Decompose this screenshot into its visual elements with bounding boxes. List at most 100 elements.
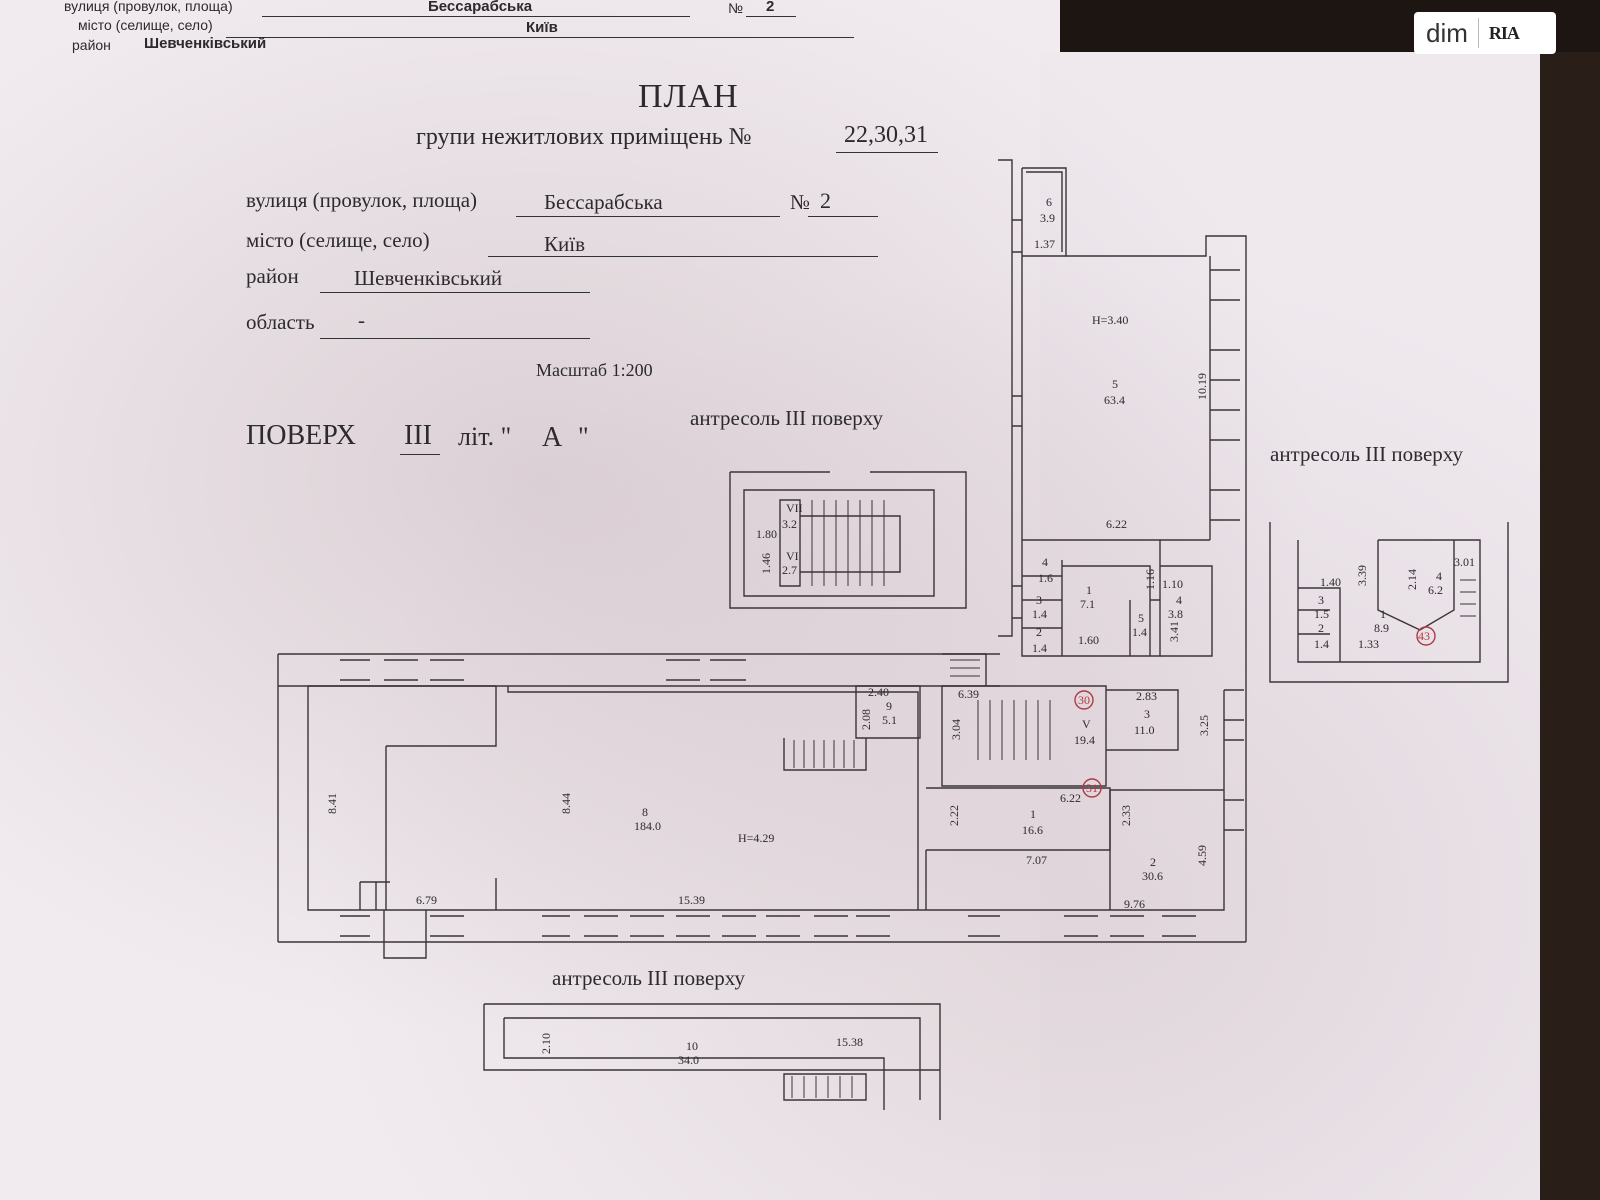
plan-lit-label: літ. ": [458, 422, 512, 451]
room-4a-label: 4: [1042, 555, 1048, 569]
room-6-area: 3.9: [1040, 211, 1055, 225]
plan-no-value: 2: [820, 188, 831, 213]
dim-15-38: 15.38: [836, 1035, 863, 1049]
room-vii-label: VII: [786, 501, 803, 515]
room-5-area: 63.4: [1104, 393, 1125, 407]
mezz-dim-1-40: 1.40: [1320, 575, 1341, 589]
plan-city-value: Київ: [544, 232, 585, 256]
room-4b-label: 4: [1176, 593, 1182, 607]
room-10-label: 10: [686, 1039, 698, 1053]
room-9-area: 5.1: [882, 713, 897, 727]
room-1a-area: 7.1: [1080, 597, 1095, 611]
mezz-room-1-area: 8.9: [1374, 621, 1389, 635]
ceiling-height-3-40: H=3.40: [1092, 313, 1128, 327]
dim-6-79: 6.79: [416, 893, 437, 907]
dim-1-46: 1.46: [759, 553, 773, 574]
mezz-dim-3-39: 3.39: [1355, 565, 1369, 586]
paper-sheet-right: [1040, 52, 1540, 1200]
dim-2-83: 2.83: [1136, 689, 1157, 703]
room-3b-label: 3: [1144, 707, 1150, 721]
dim-2-33: 2.33: [1119, 805, 1133, 826]
mezzanine-label-right: антресоль III поверху: [1270, 442, 1463, 466]
plan-lit-close: ": [578, 422, 589, 451]
header-street-value: Бессарабська: [428, 0, 533, 15]
room-5b-area: 1.4: [1132, 625, 1147, 639]
room-6-label: 6: [1046, 195, 1052, 209]
dim-2-10: 2.10: [539, 1033, 553, 1054]
paper-sheet-main: [0, 0, 1060, 1200]
room-4b-area: 3.8: [1168, 607, 1183, 621]
dim-9-76: 9.76: [1124, 897, 1145, 911]
mezz-room-1-label: 1: [1380, 607, 1386, 621]
room-1a-label: 1: [1086, 583, 1092, 597]
room-8-area: 184.0: [634, 819, 661, 833]
mezz-room-4-label: 4: [1436, 569, 1442, 583]
plan-subtitle: групи нежитлових приміщень №: [416, 124, 752, 150]
plan-region-label: область: [246, 310, 315, 334]
header-district-value: Шевченківський: [144, 35, 267, 52]
mezz-room-3-label: 3: [1318, 593, 1324, 607]
dim-6-22-mid: 6.22: [1060, 791, 1081, 805]
plan-lit-value: А: [542, 422, 563, 453]
mezz-dim-1-33: 1.33: [1358, 637, 1379, 651]
dim-3-41: 3.41: [1167, 621, 1181, 642]
room-1b-area: 16.6: [1022, 823, 1043, 837]
room-8-label: 8: [642, 805, 648, 819]
room-5b-label: 5: [1138, 611, 1144, 625]
room-1b-label: 1: [1030, 807, 1036, 821]
room-v-area: 19.4: [1074, 733, 1095, 747]
plan-district-value: Шевченківський: [354, 266, 503, 290]
dim-1-10: 1.10: [1162, 577, 1183, 591]
plan-scale: Масштаб 1:200: [536, 360, 653, 380]
plan-street-value: Бессарабська: [544, 190, 663, 214]
header-city-label: місто (селище, село): [78, 17, 213, 33]
room-4a-area: 1.6: [1038, 571, 1053, 585]
room-2a-area: 1.4: [1032, 641, 1047, 655]
dim-ria-logo[interactable]: dim RIA: [1414, 12, 1556, 54]
mezz-room-4-area: 6.2: [1428, 583, 1443, 597]
header-street-label: вулиця (провулок, площа): [64, 0, 233, 14]
plan-floor-label: ПОВЕРХ: [246, 420, 357, 451]
room-vi-label: VI: [786, 549, 799, 563]
room-3a-area: 1.4: [1032, 607, 1047, 621]
dim-8-44: 8.44: [559, 793, 573, 814]
dim-1-80: 1.80: [756, 527, 777, 541]
room-vi-area: 2.7: [782, 563, 797, 577]
mezzanine-label-bottom: антресоль III поверху: [552, 966, 745, 990]
plan-title: ПЛАН: [638, 78, 739, 115]
dim-3-04: 3.04: [949, 719, 963, 740]
dim-15-39: 15.39: [678, 893, 705, 907]
logo-partner: RIA: [1488, 22, 1520, 43]
room-v-label: V: [1082, 717, 1091, 731]
mezz-dim-2-14: 2.14: [1405, 569, 1419, 590]
plan-district-label: район: [246, 264, 299, 288]
room-group-30-marker: 30: [1078, 693, 1090, 707]
dim-3-25: 3.25: [1197, 715, 1211, 736]
dim-7-07: 7.07: [1026, 853, 1047, 867]
plan-no-label: №: [790, 190, 811, 214]
room-3b-area: 11.0: [1134, 723, 1155, 737]
dim-8-41: 8.41: [325, 793, 339, 814]
dim-2-40: 2.40: [868, 685, 889, 699]
dim-1-60: 1.60: [1078, 633, 1099, 647]
plan-street-label: вулиця (провулок, площа): [246, 188, 478, 212]
plan-rooms-number: 22,30,31: [844, 122, 928, 148]
mezz-room-group-43-marker: 43: [1418, 629, 1430, 643]
dim-1-16: 1.16: [1143, 569, 1157, 590]
mezz-room-2-label: 2: [1318, 621, 1324, 635]
header-no-label: №: [728, 0, 744, 16]
dim-6-39: 6.39: [958, 687, 979, 701]
room-2b-area: 30.6: [1142, 869, 1163, 883]
header-city-value: Київ: [526, 19, 558, 36]
plan-region-value: -: [358, 308, 365, 332]
dim-6-22-top: 6.22: [1106, 517, 1127, 531]
room-group-31-marker: 31: [1086, 781, 1098, 795]
mezz-dim-3-01: 3.01: [1454, 555, 1475, 569]
room-5-label: 5: [1112, 377, 1118, 391]
room-3a-label: 3: [1036, 593, 1042, 607]
room-10-area: 34.0: [678, 1053, 699, 1067]
dim-1-37: 1.37: [1034, 237, 1055, 251]
ceiling-height-4-29: H=4.29: [738, 831, 774, 845]
room-vii-area: 3.2: [782, 517, 797, 531]
plan-floor-value: III: [404, 420, 432, 451]
